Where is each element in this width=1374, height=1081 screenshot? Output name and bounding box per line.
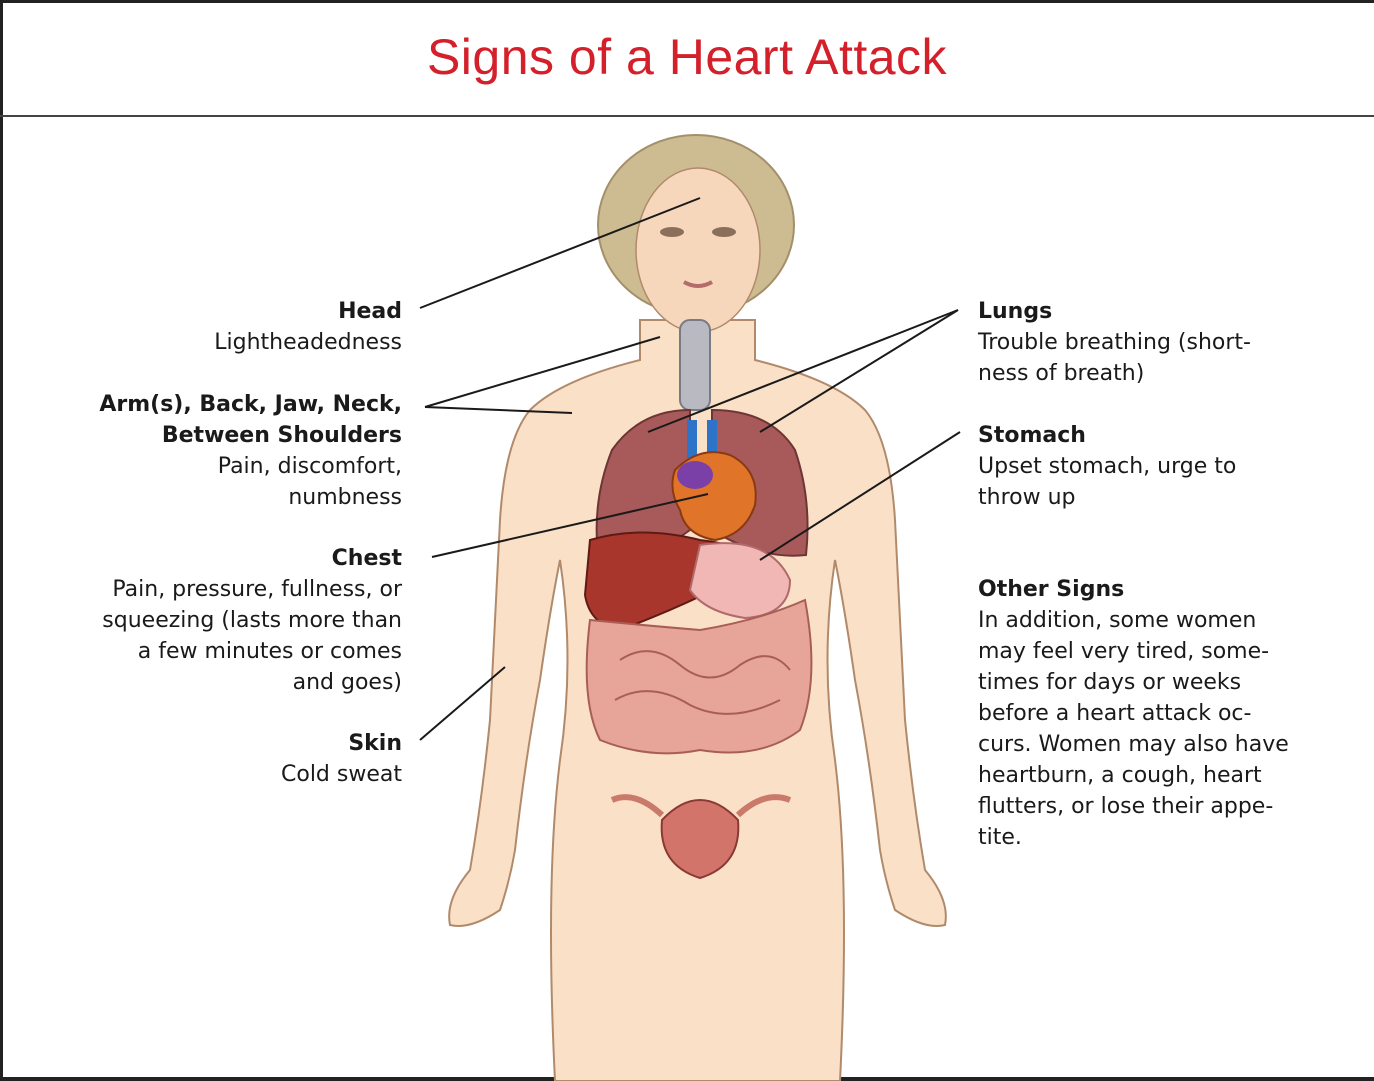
label-other-text-4: before a heart attack oc- (978, 698, 1289, 729)
label-lungs-heading: Lungs (978, 296, 1251, 327)
label-arms: Arm(s), Back, Jaw, Neck, Between Shoulde… (99, 389, 402, 513)
label-stomach-text-2: throw up (978, 482, 1236, 513)
label-head-heading: Head (214, 296, 402, 327)
label-other-text-3: times for days or weeks (978, 667, 1289, 698)
label-stomach-heading: Stomach (978, 420, 1236, 451)
label-other-text-6: heartburn, a cough, heart (978, 760, 1289, 791)
label-other-text-5: curs. Women may also have (978, 729, 1289, 760)
label-skin-heading: Skin (281, 728, 402, 759)
label-stomach-text-1: Upset stomach, urge to (978, 451, 1236, 482)
trachea (680, 320, 710, 410)
label-stomach: Stomach Upset stomach, urge to throw up (978, 420, 1236, 513)
label-chest-heading: Chest (102, 543, 402, 574)
label-lungs-text-1: Trouble breathing (short- (978, 327, 1251, 358)
label-other-signs: Other Signs In addition, some women may … (978, 574, 1289, 853)
label-chest-text-4: and goes) (102, 667, 402, 698)
eye-right (712, 227, 736, 237)
label-other-text-8: tite. (978, 822, 1289, 853)
label-other-text-7: flutters, or lose their appe- (978, 791, 1289, 822)
label-head: Head Lightheadedness (214, 296, 402, 358)
label-arms-text-2: numbness (99, 482, 402, 513)
label-lungs-text-2: ness of breath) (978, 358, 1251, 389)
label-chest: Chest Pain, pressure, fullness, or squee… (102, 543, 402, 698)
label-skin: Skin Cold sweat (281, 728, 402, 790)
label-head-text: Lightheadedness (214, 327, 402, 358)
label-arms-heading-1: Arm(s), Back, Jaw, Neck, (99, 389, 402, 420)
label-other-text-1: In addition, some women (978, 605, 1289, 636)
face (636, 168, 760, 332)
label-chest-text-3: a few minutes or comes (102, 636, 402, 667)
label-other-heading: Other Signs (978, 574, 1289, 605)
label-skin-text: Cold sweat (281, 759, 402, 790)
label-arms-text-1: Pain, discomfort, (99, 451, 402, 482)
eye-left (660, 227, 684, 237)
label-chest-text-2: squeezing (lasts more than (102, 605, 402, 636)
label-lungs: Lungs Trouble breathing (short- ness of … (978, 296, 1251, 389)
label-chest-text-1: Pain, pressure, fullness, or (102, 574, 402, 605)
label-arms-heading-2: Between Shoulders (99, 420, 402, 451)
label-other-text-2: may feel very tired, some- (978, 636, 1289, 667)
heart-chamber (677, 461, 713, 489)
